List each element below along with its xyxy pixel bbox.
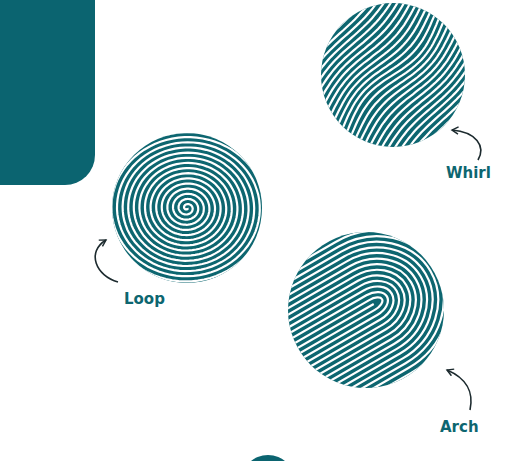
ridge	[335, 2, 485, 177]
corner-dot	[241, 455, 295, 461]
ridge	[371, 32, 515, 204]
ridge	[160, 195, 485, 461]
ridge	[358, 21, 505, 194]
ridge-lines	[148, 164, 514, 461]
ridge	[380, 39, 515, 211]
ridge-lines	[252, 0, 515, 218]
ridge	[363, 25, 510, 198]
ridge	[340, 6, 489, 181]
pattern-label: Whirl	[446, 164, 491, 182]
side-panel	[0, 0, 95, 185]
ridge	[148, 164, 514, 461]
ridge	[171, 226, 454, 454]
leader-arrow	[452, 130, 481, 160]
ridge	[190, 279, 400, 419]
leader-arrow	[447, 370, 471, 410]
ridge	[331, 0, 481, 174]
ridge	[345, 9, 493, 183]
ridge	[199, 304, 374, 405]
ridge	[162, 203, 476, 461]
ridge	[349, 13, 497, 187]
pattern-label: Arch	[440, 418, 479, 436]
ridge	[269, 0, 415, 118]
ridge	[354, 17, 502, 191]
ridge	[385, 43, 515, 215]
ridge	[151, 172, 507, 461]
ridge	[376, 36, 515, 208]
ridge	[174, 233, 446, 448]
ridge	[157, 187, 492, 461]
pattern-label: Loop	[124, 290, 165, 308]
ridge	[182, 256, 423, 434]
ridge	[273, 0, 419, 122]
ridge	[100, 127, 276, 287]
ridge	[165, 210, 469, 461]
ridge-lines	[100, 127, 276, 287]
leader-arrow	[95, 240, 118, 282]
ridge	[389, 47, 515, 218]
ridge	[367, 28, 513, 201]
ridge	[154, 180, 500, 461]
